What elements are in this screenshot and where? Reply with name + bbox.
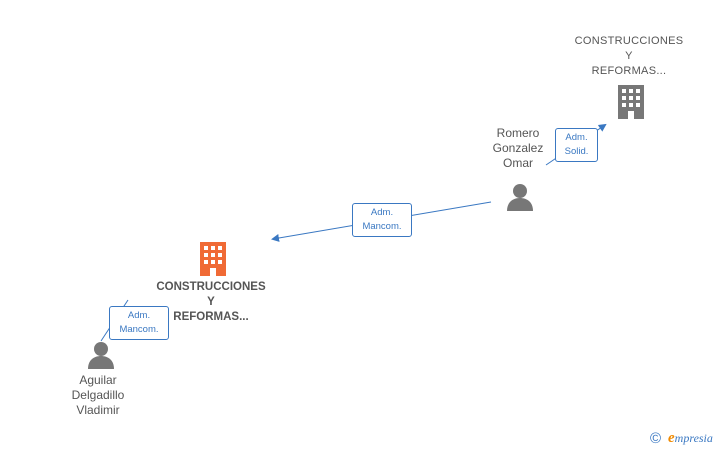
building-icon[interactable]: [197, 242, 229, 276]
person-romero-label-line-3: Omar: [503, 156, 533, 170]
brand-logo-initial: e: [668, 430, 675, 446]
company-top-label-line-1: CONSTRUCCIONES: [574, 35, 684, 47]
edge-badge-adm-solid-line-2: Solid.: [564, 146, 589, 157]
edge-badge-adm-mancom-romero[interactable]: Adm. Mancom.: [352, 203, 412, 237]
edge-badge-adm-solid[interactable]: Adm. Solid.: [555, 128, 598, 162]
person-aguilar-label[interactable]: Aguilar Delgadillo Vladimir: [58, 373, 138, 418]
company-top-label-line-3: REFORMAS...: [591, 65, 667, 77]
edge-badge-adm-mancom-aguilar[interactable]: Adm. Mancom.: [109, 306, 169, 340]
brand-logo[interactable]: empresia: [668, 430, 713, 447]
company-main-label-line-3: REFORMAS...: [173, 311, 249, 323]
edge-badge-adm-mancom-aguilar-line-1: Adm.: [127, 310, 151, 321]
person-aguilar-label-line-2: Delgadillo: [71, 388, 125, 402]
edge-badge-adm-mancom-romero-line-1: Adm.: [370, 207, 394, 218]
person-aguilar-label-line-3: Vladimir: [76, 403, 120, 417]
edge-badge-adm-solid-line-1: Adm.: [565, 132, 588, 143]
copyright-icon: ©: [650, 430, 662, 447]
person-romero-label-line-2: Gonzalez: [492, 141, 544, 155]
company-main-label-line-2: Y: [207, 296, 215, 308]
edge-badge-adm-mancom-romero-line-2: Mancom.: [362, 221, 402, 232]
person-icon[interactable]: [86, 340, 116, 370]
company-main-label[interactable]: CONSTRUCCIONES Y REFORMAS...: [146, 280, 276, 325]
edge-badge-adm-mancom-aguilar-line-2: Mancom.: [119, 324, 159, 335]
company-main-label-line-1: CONSTRUCCIONES: [156, 281, 266, 293]
company-top-label-line-2: Y: [625, 50, 633, 62]
person-romero-label-line-1: Romero: [496, 126, 540, 140]
brand-logo-rest: mpresia: [674, 431, 713, 445]
company-top-label[interactable]: CONSTRUCCIONES Y REFORMAS...: [568, 34, 690, 79]
person-romero-label[interactable]: Romero Gonzalez Omar: [478, 126, 558, 171]
building-icon[interactable]: [615, 85, 647, 119]
person-aguilar-label-line-1: Aguilar: [79, 373, 117, 387]
person-icon[interactable]: [505, 182, 535, 212]
